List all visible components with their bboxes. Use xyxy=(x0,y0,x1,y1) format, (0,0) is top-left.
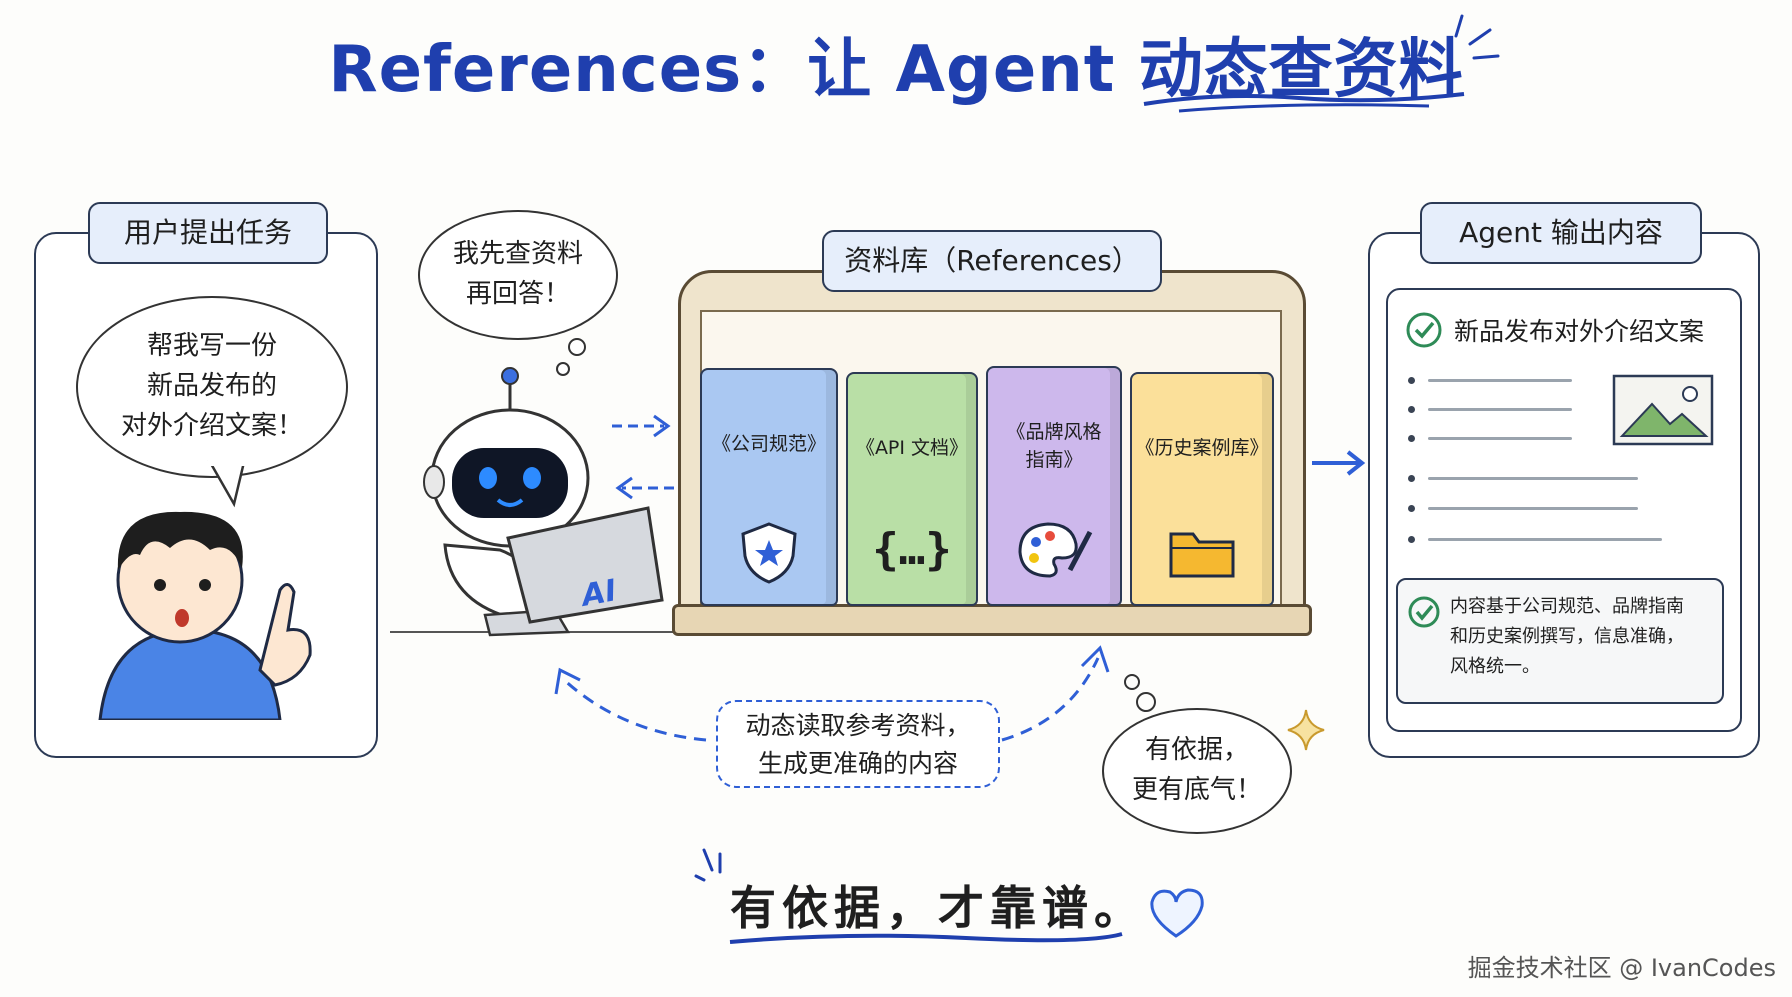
doc-title: 新品发布对外介绍文案 xyxy=(1454,317,1705,346)
book-company-guidelines[interactable]: 《公司规范》 xyxy=(700,368,838,606)
title-highlight: 动态查资料 xyxy=(1139,18,1464,113)
thought-bubble-dot xyxy=(568,338,586,356)
summary-line-1: 内容基于公司规范、品牌指南 xyxy=(1450,596,1684,617)
book-label: 《品牌风格 指南》 xyxy=(1006,421,1102,471)
dynamic-read-note: 动态读取参考资料， 生成更准确的内容 xyxy=(716,700,1000,788)
thought-bubble-dot xyxy=(556,362,570,376)
book-api-docs[interactable]: 《API 文档》 {…} xyxy=(846,372,978,606)
check-circle-icon xyxy=(1408,596,1440,628)
text-line xyxy=(1428,538,1662,541)
confidence-line-1: 有依据， xyxy=(1144,735,1249,765)
book-case-library[interactable]: 《历史案例库》 xyxy=(1130,372,1274,606)
speech-line-1: 帮我写一份 xyxy=(146,331,277,361)
sparkle-star-icon xyxy=(1287,709,1325,751)
palette-icon xyxy=(1018,522,1093,578)
user-task-tag: 用户提出任务 xyxy=(88,202,328,264)
note-line-1: 动态读取参考资料， xyxy=(745,711,971,740)
sparkle-lines-icon xyxy=(694,848,722,882)
bullet xyxy=(1408,536,1415,543)
page-title: References：让 Agent 动态查资料 xyxy=(0,18,1792,113)
bullet xyxy=(1408,505,1415,512)
text-line xyxy=(1428,379,1572,382)
bullet xyxy=(1408,377,1415,384)
robot-thought-cloud: 我先查资料 再回答！ xyxy=(418,210,618,340)
text-line xyxy=(1428,477,1638,480)
text-line xyxy=(1428,507,1638,510)
text-line xyxy=(1428,408,1572,411)
laptop-label: AI xyxy=(579,573,620,614)
text-line xyxy=(1428,437,1572,440)
library-tag: 资料库（References） xyxy=(822,230,1162,292)
thought-line-1: 我先查资料 xyxy=(452,239,583,269)
confidence-line-2: 更有底气！ xyxy=(1131,775,1262,805)
robot-library-arrows xyxy=(612,414,674,500)
image-placeholder-icon xyxy=(1612,374,1714,446)
sparkle-lines-icon xyxy=(1454,14,1500,60)
shield-star-icon xyxy=(741,522,797,584)
title-prefix: References：让 Agent xyxy=(328,33,1139,107)
summary-line-3: 风格统一。 xyxy=(1450,656,1540,677)
bullet xyxy=(1408,435,1415,442)
book-label: 《公司规范》 xyxy=(711,433,826,455)
speech-line-2: 新品发布的 xyxy=(146,371,277,401)
title-underline xyxy=(1143,92,1464,113)
speech-line-3: 对外介绍文案！ xyxy=(120,411,303,441)
output-arrow xyxy=(1312,450,1366,476)
bookshelf-base xyxy=(672,604,1312,636)
summary-line-2: 和历史案例撰写，信息准确， xyxy=(1450,626,1684,647)
footer-slogan: 有依据，才靠谱。 xyxy=(730,881,1146,935)
check-circle-icon xyxy=(1406,312,1442,348)
book-label: 《历史案例库》 xyxy=(1135,437,1269,459)
dynamic-read-arrows xyxy=(554,645,1110,742)
bullet xyxy=(1408,406,1415,413)
folder-icon xyxy=(1169,532,1235,578)
robot-illustration xyxy=(390,367,680,637)
summary-box: 内容基于公司规范、品牌指南 和历史案例撰写，信息准确， 风格统一。 xyxy=(1396,578,1724,704)
user-speech-bubble: 帮我写一份 新品发布的 对外介绍文案！ xyxy=(76,296,348,478)
book-brand-style-guide[interactable]: 《品牌风格 指南》 xyxy=(986,366,1122,606)
curly-braces-icon: {…} xyxy=(872,524,952,575)
thought-line-2: 再回答！ xyxy=(465,279,570,309)
watermark: 掘金技术社区 @ IvanCodes xyxy=(1467,954,1776,982)
speech-tail xyxy=(207,460,248,508)
footer-underline xyxy=(729,932,1123,944)
book-label: 《API 文档》 xyxy=(855,437,969,459)
bullet xyxy=(1408,475,1415,482)
thought-bubble-dot xyxy=(1124,674,1140,690)
heart-icon xyxy=(1150,888,1204,938)
agent-output-tag: Agent 输出内容 xyxy=(1420,202,1702,264)
thought-bubble-dot xyxy=(1136,692,1156,712)
user-avatar xyxy=(98,511,312,720)
note-line-2: 生成更准确的内容 xyxy=(757,749,958,778)
confidence-cloud: 有依据， 更有底气！ xyxy=(1102,708,1292,834)
